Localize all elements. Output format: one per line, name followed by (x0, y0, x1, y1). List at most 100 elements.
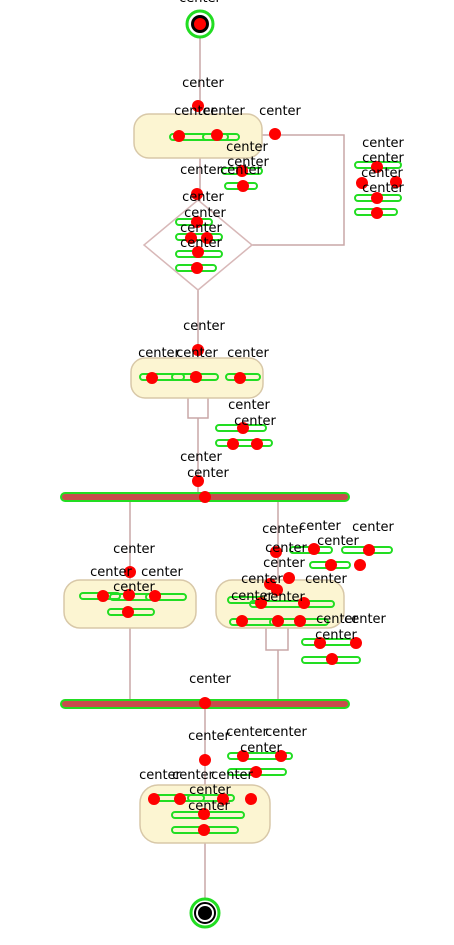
center-label: center (352, 520, 394, 535)
center-label: center (362, 136, 404, 151)
center-label: center (299, 519, 341, 534)
center-marker (326, 653, 338, 665)
action-node-4[interactable] (215, 579, 345, 629)
center-marker (191, 262, 203, 274)
center-label: center (227, 155, 269, 170)
center-marker (354, 559, 366, 571)
center-label: center (316, 612, 358, 627)
center-label: center (227, 346, 269, 361)
final-node-inner (198, 906, 212, 920)
center-label: center (305, 572, 347, 587)
center-marker (275, 750, 287, 762)
label-underline (215, 439, 273, 447)
center-marker (192, 475, 204, 487)
center-label: center (265, 541, 307, 556)
center-marker (192, 344, 204, 356)
center-marker (269, 128, 281, 140)
center-marker (190, 371, 202, 383)
center-marker (255, 597, 267, 609)
center-label: center (263, 556, 305, 571)
center-label: center (220, 163, 262, 178)
center-label: center (113, 580, 155, 595)
center-label: center (141, 565, 183, 580)
center-marker (236, 615, 248, 627)
center-label: center (240, 741, 282, 756)
center-marker (236, 165, 248, 177)
center-marker (298, 597, 310, 609)
center-marker (356, 177, 368, 189)
center-label: center (179, 0, 221, 6)
center-marker (174, 793, 186, 805)
center-label: center (262, 522, 304, 537)
center-marker (251, 438, 263, 450)
center-marker (237, 180, 249, 192)
center-label: center (265, 725, 307, 740)
center-marker (250, 766, 262, 778)
center-label: center (226, 725, 268, 740)
center-marker (237, 750, 249, 762)
center-label: center (183, 319, 225, 334)
center-label: center (315, 628, 357, 643)
edge-action2-self-loop (187, 398, 209, 419)
center-marker (363, 544, 375, 556)
center-marker (201, 232, 213, 244)
center-label: center (231, 589, 273, 604)
center-label: center (189, 783, 231, 798)
center-marker (198, 824, 210, 836)
center-marker (199, 491, 211, 503)
center-label: center (139, 768, 181, 783)
center-marker (325, 559, 337, 571)
center-label: center (182, 190, 224, 205)
center-marker (191, 216, 203, 228)
center-markers (97, 18, 402, 836)
center-marker (191, 188, 203, 200)
center-label: center (226, 140, 268, 155)
center-label: center (176, 346, 218, 361)
center-label: center (138, 346, 180, 361)
center-label: center (259, 104, 301, 119)
center-label: center (188, 729, 230, 744)
center-marker (371, 192, 383, 204)
center-marker (371, 161, 383, 173)
center-label: center (361, 166, 403, 181)
center-marker (272, 615, 284, 627)
center-marker (192, 100, 204, 112)
center-marker (245, 793, 257, 805)
center-marker (217, 793, 229, 805)
center-marker (314, 637, 326, 649)
label-underline (175, 233, 223, 241)
label-underline (187, 794, 235, 802)
center-marker (192, 246, 204, 258)
center-label: center (211, 768, 253, 783)
center-marker (371, 207, 383, 219)
edges (129, 37, 345, 898)
label-underline (169, 133, 229, 141)
edge-loop-right (252, 134, 345, 246)
center-marker (308, 543, 320, 555)
decision-node[interactable] (142, 199, 254, 291)
center-marker (122, 606, 134, 618)
center-label: center (174, 104, 216, 119)
center-marker (283, 572, 295, 584)
center-marker (146, 372, 158, 384)
center-label: center (317, 534, 359, 549)
center-marker (270, 546, 282, 558)
center-label: center (180, 450, 222, 465)
center-label: center (113, 542, 155, 557)
center-label: center (182, 76, 224, 91)
center-label: center (188, 799, 230, 814)
center-label: center (263, 590, 305, 605)
center-label: center (344, 612, 386, 627)
center-marker (149, 590, 161, 602)
center-label: center (180, 236, 222, 251)
center-label: center (234, 414, 276, 429)
action-node-1[interactable] (133, 113, 263, 159)
center-marker (350, 637, 362, 649)
center-label: center (184, 206, 226, 221)
center-marker (234, 372, 246, 384)
center-marker (237, 422, 249, 434)
center-marker (294, 615, 306, 627)
center-label: center (180, 163, 222, 178)
